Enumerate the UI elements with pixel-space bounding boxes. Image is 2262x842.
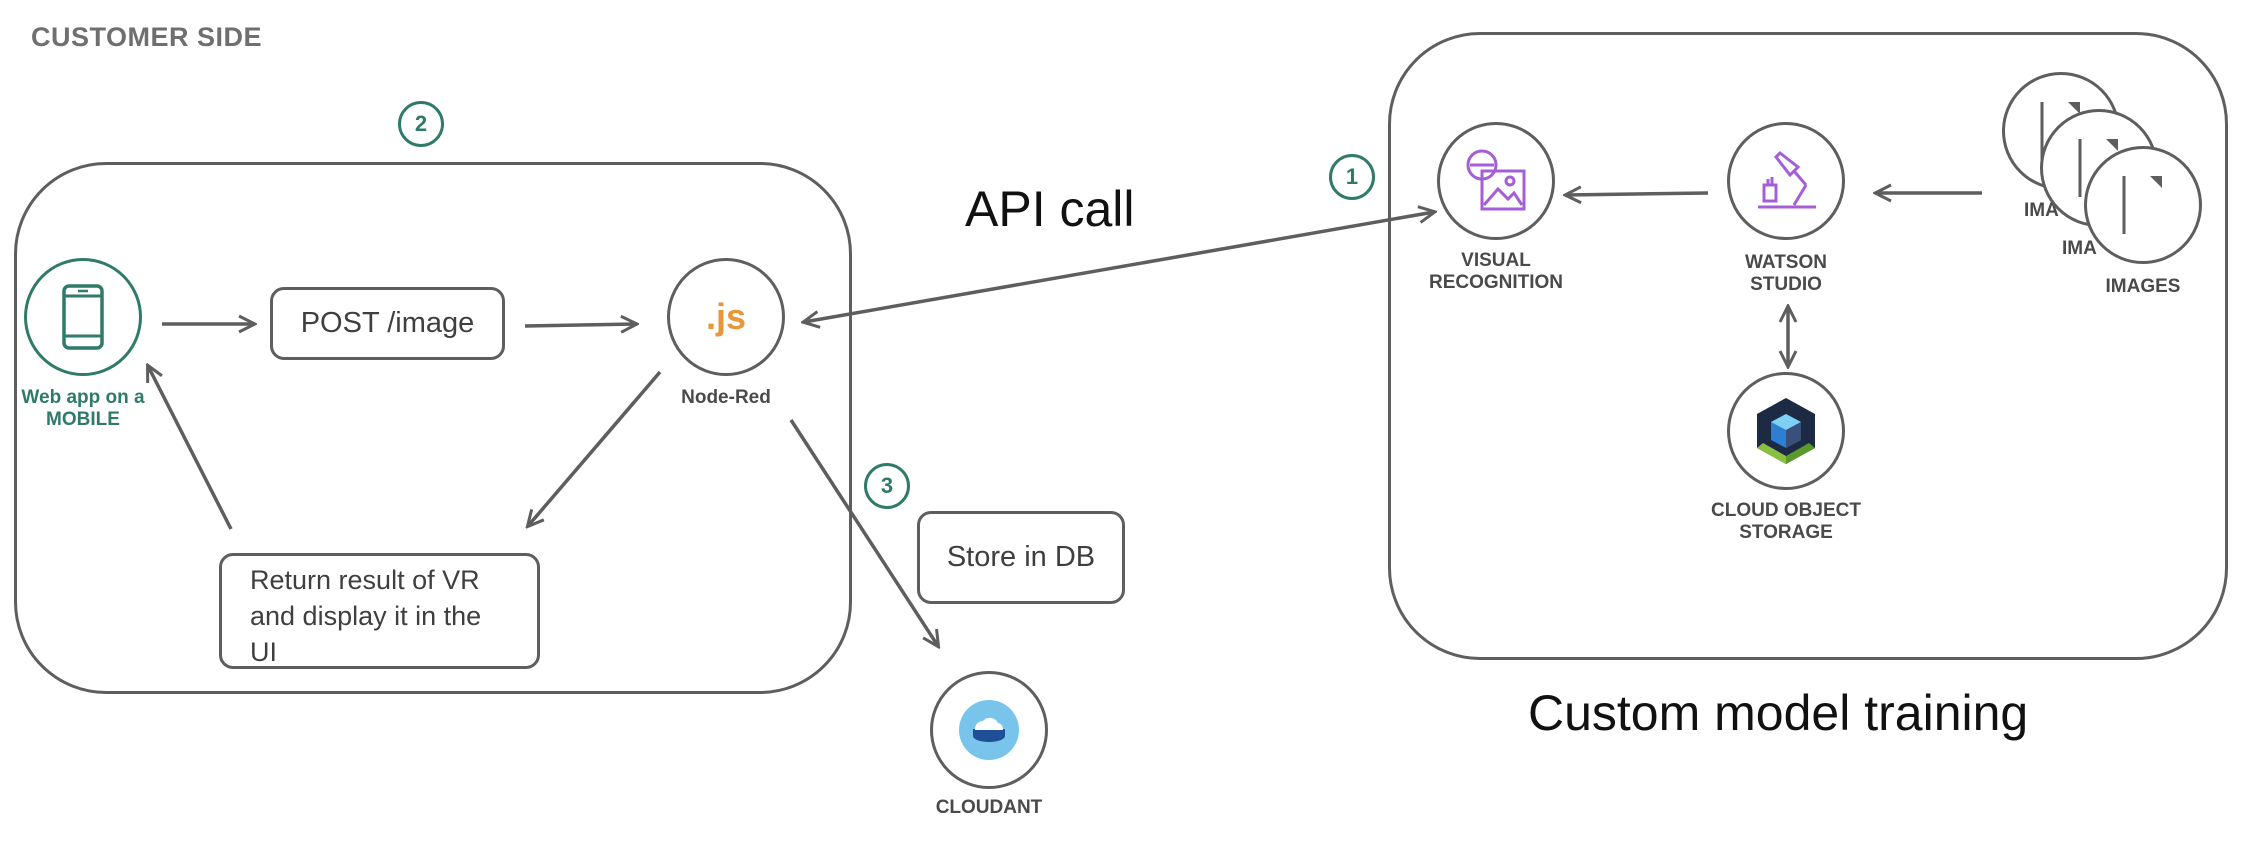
visual-recognition-node[interactable] [1437, 122, 1555, 240]
arrow-api-call [804, 212, 1434, 322]
return-result-line2: and display it in the [250, 601, 482, 631]
step-badge-1: 1 [1329, 154, 1375, 200]
step-badge-2: 2 [398, 101, 444, 147]
images-label-front: IMAGES [2105, 276, 2181, 297]
cloudant-node[interactable] [930, 671, 1048, 789]
post-image-text: POST /image [300, 307, 475, 339]
cloud-object-storage-node[interactable] [1727, 372, 1845, 490]
post-image-box: POST /image [270, 287, 505, 360]
arrow-nodered-to-cloudant [789, 419, 938, 646]
node-red-node[interactable]: .js [667, 258, 785, 376]
visual-recognition-label: VISUAL RECOGNITION [1413, 250, 1579, 294]
cos-label-line2: STORAGE [1739, 522, 1833, 543]
return-result-line1: Return result of VR [250, 565, 480, 595]
arrow-post-to-nodered [524, 324, 636, 326]
image-file-icon [2078, 139, 2118, 197]
arrow-watson-to-vr [1566, 193, 1709, 195]
mobile-label-line1: Web app on a [21, 387, 145, 408]
step-badge-3: 3 [864, 463, 910, 509]
nodejs-icon: .js [705, 296, 747, 337]
ws-label-line2: STUDIO [1750, 274, 1822, 295]
images-label-back: IMA [2024, 200, 2059, 221]
cloudant-icon [959, 700, 1019, 760]
watson-studio-node[interactable] [1727, 122, 1845, 240]
mobile-label-line2: MOBILE [46, 409, 120, 430]
cloud-object-storage-label: CLOUD OBJECT STORAGE [1693, 500, 1879, 544]
vr-label-line2: RECOGNITION [1428, 272, 1564, 293]
visual-recognition-icon [1466, 149, 1526, 211]
mobile-node[interactable] [24, 258, 142, 376]
mobile-phone-icon [62, 284, 104, 350]
images-label-middle: IMA [2062, 238, 2097, 259]
ws-label-line1: WATSON [1745, 252, 1827, 273]
watson-studio-label: WATSON STUDIO [1706, 252, 1866, 296]
return-result-line3: UI [250, 637, 277, 667]
page-title: CUSTOMER SIDE [31, 22, 263, 52]
vr-label-line1: VISUAL [1461, 250, 1531, 271]
watson-studio-icon [1758, 151, 1816, 209]
mobile-label: Web app on a MOBILE [0, 387, 166, 431]
arrow-return-to-mobile [148, 366, 233, 530]
api-call-label: API call [965, 181, 1135, 237]
custom-training-group [1388, 32, 2228, 660]
customer-side-group [14, 162, 852, 694]
return-result-text: Return result of VR and display it in th… [250, 562, 481, 670]
store-in-db-text: Store in DB [946, 541, 1096, 573]
arrow-nodered-to-return [528, 370, 662, 526]
return-result-box: Return result of VR and display it in th… [219, 553, 540, 669]
images-node-front[interactable] [2084, 146, 2202, 264]
cos-label-line1: CLOUD OBJECT [1711, 500, 1861, 521]
store-in-db-box: Store in DB [917, 511, 1125, 604]
cloud-object-storage-icon [1757, 398, 1815, 464]
image-file-icon [2122, 176, 2162, 234]
cloudant-label: CLOUDANT [935, 797, 1043, 818]
custom-training-label: Custom model training [1528, 685, 2029, 741]
node-red-label: Node-Red [681, 387, 771, 408]
